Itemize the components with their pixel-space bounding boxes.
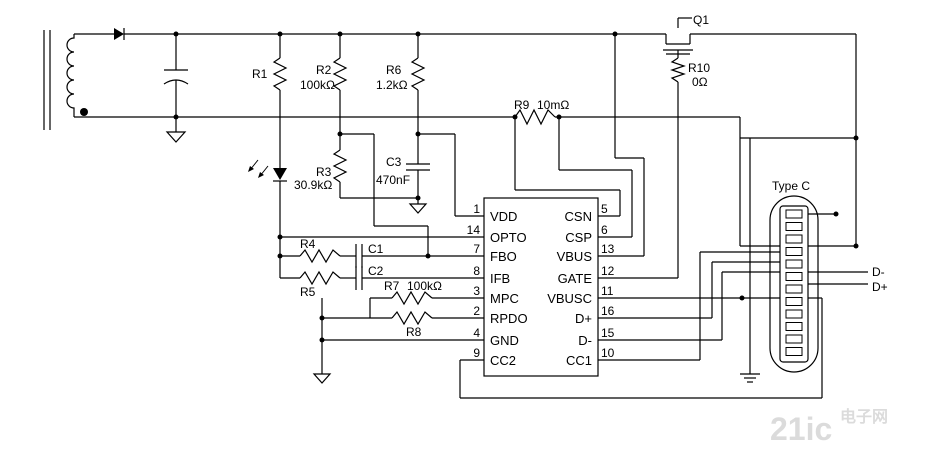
type-c-label: Type C: [772, 179, 810, 193]
r2-value: 100kΩ: [300, 78, 335, 92]
r2-r3-divider: [332, 34, 484, 257]
type-c-pin-pad: [785, 297, 803, 306]
ic-left-pin-number: 9: [473, 346, 480, 360]
r1-led-branch: [248, 34, 288, 278]
ic-left-pin-number: 4: [473, 326, 480, 340]
polarity-dot: [80, 108, 88, 116]
ic-left-pin-number: 1: [473, 202, 480, 216]
dminus-output-label: D-: [872, 265, 885, 279]
ic-right-pin-name: VBUS: [557, 249, 593, 264]
r8-ref: R8: [406, 325, 422, 339]
ic-left-pin-name: VDD: [490, 209, 517, 224]
ic-right-pin-name: GATE: [558, 271, 593, 286]
ground-rail: [74, 108, 740, 126]
ic-right-pin-name: CSP: [565, 230, 592, 245]
feedback-network: [277, 236, 484, 290]
ic-right-pin-number: 10: [601, 346, 615, 360]
r9-value: 10mΩ: [537, 98, 569, 112]
ic-left-pin-name: GND: [490, 333, 519, 348]
ic-left-pin-number: 3: [473, 284, 480, 298]
lower-left-network: [312, 290, 484, 384]
dplus-output-label: D+: [872, 280, 888, 294]
ic-right-wiring: [514, 34, 780, 361]
ic-right-pin-number: 11: [601, 284, 614, 298]
q1-ref: Q1: [693, 13, 709, 27]
ic-left-pin-name: OPTO: [490, 230, 527, 245]
type-c-connector: [769, 195, 819, 373]
ic-left-pin-name: IFB: [490, 271, 510, 286]
ic-right-pin-number: 16: [601, 304, 615, 318]
ic-left-pin-number: 8: [473, 264, 480, 278]
controller-ic: [459, 197, 823, 399]
ic-left-pin-number: 14: [467, 223, 481, 237]
connector-rails: [739, 117, 868, 383]
ic-right-pin-number: 13: [601, 242, 615, 256]
type-c-pin-pad: [785, 222, 803, 231]
type-c-pin-pad: [785, 247, 803, 256]
r1-ref: R1: [252, 67, 268, 81]
r9-ref: R9: [514, 98, 530, 112]
c3-value: 470nF: [376, 173, 410, 187]
type-c-pin-pad: [785, 347, 803, 356]
c3-ref: C3: [386, 155, 402, 169]
ic-right-pin-name: CC1: [566, 353, 592, 368]
ic-right-pin-number: 5: [601, 202, 608, 216]
diode-triangle: [114, 28, 124, 40]
top-rail: [74, 28, 857, 246]
type-c-pin-pad: [785, 272, 803, 281]
ic-right-pin-number: 6: [601, 223, 608, 237]
ic-right-pin-name: D+: [575, 311, 592, 326]
ic-left-pin-name: FBO: [490, 249, 517, 264]
r2-ref: R2: [316, 63, 332, 77]
r7-ref: R7: [384, 279, 400, 293]
r6-ref: R6: [386, 63, 402, 77]
ic-right-pin-number: 15: [601, 326, 615, 340]
r3-ref: R3: [316, 165, 332, 179]
watermark-cjk: 电子网: [840, 407, 888, 426]
watermark-latin: 21ic: [770, 411, 832, 447]
type-c-pin-pad: [785, 334, 803, 344]
r10-value: 0Ω: [692, 75, 708, 89]
ic-left-pin-number: 2: [473, 304, 480, 318]
bulk-capacitor: [163, 34, 189, 143]
r3-value: 30.9kΩ: [294, 178, 332, 192]
r5-ref: R5: [300, 285, 316, 299]
type-c-pin-pad: [785, 284, 803, 294]
r6-value: 1.2kΩ: [376, 78, 408, 92]
r10-ref: R10: [688, 61, 710, 75]
type-c-pin-pad: [785, 234, 803, 244]
q1-mosfet: [663, 17, 693, 83]
r6-c3-branch: [406, 34, 484, 217]
ic-left-pin-name: CC2: [490, 353, 516, 368]
ic-right-pin-number: 12: [601, 264, 615, 278]
ic-right-pin-name: VBUSC: [547, 291, 592, 306]
ic-left-pin-number: 7: [473, 242, 480, 256]
ic-left-pin-name: MPC: [490, 291, 519, 306]
watermark-logo: 21ic 电子网: [770, 407, 888, 447]
ic-right-pin-name: CSN: [565, 209, 592, 224]
ic-left-pin-name: RPDO: [490, 311, 528, 326]
type-c-pin-pad: [785, 322, 803, 331]
r4-ref: R4: [300, 237, 316, 251]
c1-ref: C1: [368, 242, 384, 256]
r7-value: 100kΩ: [407, 279, 442, 293]
type-c-pin-pad: [785, 209, 803, 219]
transformer: [43, 30, 88, 130]
type-c-pin-pad: [785, 309, 803, 319]
type-c-pin-pad: [785, 259, 803, 269]
led-icon: [273, 168, 287, 180]
ic-right-pin-name: D-: [578, 333, 592, 348]
type-c-pins: [785, 209, 803, 356]
c2-ref: C2: [368, 264, 384, 278]
